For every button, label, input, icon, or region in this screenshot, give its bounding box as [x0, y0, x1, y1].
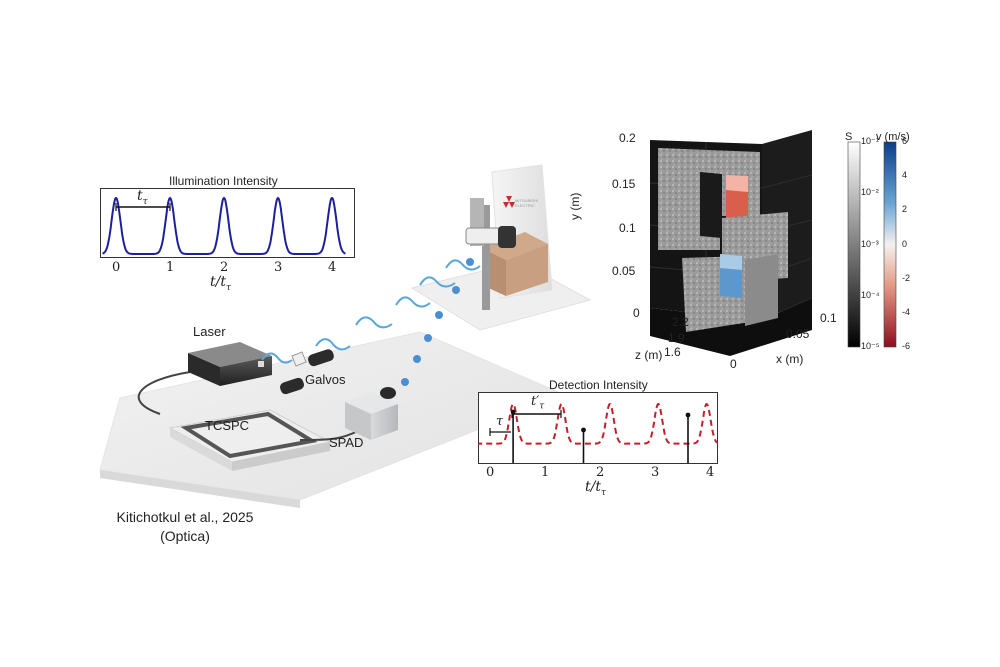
illumination-xtick: 0 [112, 260, 121, 275]
point-cloud-3d-plot [649, 130, 897, 356]
detection-xtick: 0 [486, 465, 495, 480]
detection-xtick: 3 [651, 465, 660, 480]
detection-title: Detection Intensity [549, 378, 648, 392]
detection-xtick: 2 [596, 465, 605, 480]
laser-body [188, 342, 272, 386]
galvo-mirrors [280, 349, 334, 395]
v-colorbar-tick: -6 [902, 341, 911, 351]
v-colorbar-tick: 0 [902, 238, 908, 249]
citation-authors: Kitichotkul et al., 2025 [116, 509, 254, 525]
illumination-xtick: 4 [328, 260, 337, 275]
citation: Kitichotkul et al., 2025 (Optica) [100, 508, 270, 546]
z-axis-tick: 1.9 [668, 331, 685, 345]
illumination-period-label: tτ [137, 188, 148, 207]
x-axis-tick: 0 [730, 357, 737, 371]
v-colorbar-tick: 6 [902, 136, 908, 146]
illumination-wave [261, 259, 481, 364]
point-cloud [658, 148, 788, 332]
v-colorbar-label: v (m/s) [876, 131, 910, 143]
photon-detection-marker [685, 412, 691, 418]
detection-xtick: 1 [541, 465, 550, 480]
v-colorbar-tick: 4 [902, 170, 908, 181]
s-colorbar [847, 141, 861, 348]
s-colorbar-tick: 10⁻³ [861, 238, 879, 249]
y-axis-label: y (m) [568, 192, 582, 220]
spad-detector [345, 387, 398, 440]
illumination-pulse-train [102, 196, 346, 255]
y-axis-tick: 0.1 [619, 221, 636, 235]
x-axis-label: x (m) [776, 352, 804, 366]
illumination-xtick: 2 [220, 260, 229, 275]
tau-label: τ [496, 414, 504, 429]
moving-target-post [465, 198, 516, 310]
illumination-xtick: 3 [274, 260, 283, 275]
galvos-label: Galvos [305, 372, 346, 387]
v-colorbar [883, 141, 897, 348]
z-axis-label: z (m) [635, 348, 663, 362]
illumination-xtick: 1 [166, 260, 175, 275]
laser-label: Laser [193, 324, 226, 339]
cable [137, 371, 191, 415]
detection-plot [478, 392, 718, 464]
tcspc-module [168, 409, 332, 471]
y-axis-tick: 0.05 [612, 264, 636, 278]
logo-text: MITSUBISHI ELECTRIC [515, 198, 538, 208]
citation-journal: (Optica) [160, 528, 210, 544]
illumination-plot [100, 188, 355, 258]
y-axis-tick: 0.2 [619, 131, 636, 145]
illumination-xlabel: t/tτ [210, 274, 231, 293]
z-axis-tick: 1.6 [664, 345, 681, 359]
v-colorbar-tick: -4 [902, 306, 911, 317]
detection-pulse-train [478, 402, 718, 445]
s-colorbar-tick: 10⁻² [861, 187, 879, 198]
detection-period-label: t′τ [531, 394, 545, 412]
v-colorbar-tick: 2 [902, 204, 908, 215]
s-colorbar-tick: 10⁻¹ [861, 136, 879, 146]
illumination-title: Illumination Intensity [169, 174, 278, 188]
tcspc-label: TCSPC [205, 418, 250, 433]
x-axis-tick: 0.05 [786, 327, 810, 341]
v-colorbar-tick: -2 [902, 272, 911, 283]
detection-xtick: 4 [706, 465, 715, 480]
illumination-frame [100, 188, 355, 258]
y-axis-tick: 0 [633, 306, 640, 320]
s-colorbar-tick: 10⁻⁵ [861, 341, 880, 351]
y-axis-tick: 0.15 [612, 177, 636, 191]
detection-xlabel: t/tτ [585, 479, 606, 498]
s-colorbar-tick: 10⁻⁴ [861, 289, 880, 300]
spad-label: SPAD [329, 435, 364, 450]
x-axis-tick: 0.1 [820, 311, 837, 325]
return-photons [401, 258, 474, 386]
photon-detection-marker [581, 427, 586, 433]
z-axis-tick: 2.2 [672, 315, 689, 329]
detection-frame [478, 392, 718, 464]
s-colorbar-label: S [845, 131, 853, 143]
